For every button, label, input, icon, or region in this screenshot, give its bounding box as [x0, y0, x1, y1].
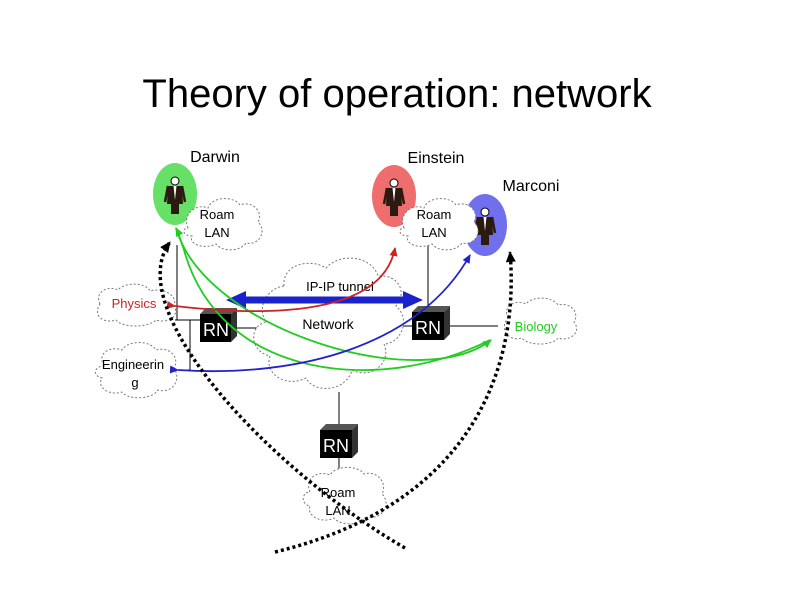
router-bottom: RN: [320, 424, 358, 458]
roam-lan-right-line1: Roam: [417, 207, 452, 222]
slide-title: Theory of operation: network: [142, 72, 652, 116]
darwin-label: Darwin: [190, 149, 240, 166]
cloud-roam-lan-bottom: Roam LAN: [302, 466, 387, 525]
roam-lan-right-line2: LAN: [421, 225, 446, 240]
router-left-label: RN: [203, 320, 229, 340]
cloud-roam-lan-right: Roam LAN: [399, 198, 479, 251]
router-right: RN: [412, 306, 450, 340]
person-darwin: Darwin: [153, 149, 240, 225]
router-bottom-label: RN: [323, 436, 349, 456]
cloud-roam-lan-left: Roam LAN: [183, 198, 263, 251]
person-marconi: Marconi: [463, 178, 559, 256]
cloud-biology: Biology: [503, 297, 578, 345]
marconi-label: Marconi: [503, 178, 560, 195]
cloud-physics: Physics: [96, 283, 176, 327]
roam-lan-left-line1: Roam: [200, 207, 235, 222]
network-label: Network: [302, 316, 354, 332]
physics-label: Physics: [112, 296, 157, 311]
cloud-engineering: Engineerin g: [95, 342, 178, 399]
roam-lan-left-line2: LAN: [204, 225, 229, 240]
router-right-label: RN: [415, 318, 441, 338]
person-einstein: Einstein: [372, 150, 464, 227]
blue-path-marconi: [169, 254, 471, 374]
tunnel-label: IP-IP tunnel: [306, 279, 374, 294]
dotted-arrow-right: [274, 251, 516, 554]
movement-paths: [166, 227, 492, 374]
dotted-paths: [158, 240, 516, 554]
engineering-line1: Engineerin: [102, 357, 164, 372]
einstein-label: Einstein: [408, 150, 465, 167]
engineering-line2: g: [131, 375, 138, 390]
dotted-arrow-left: [158, 240, 406, 550]
biology-label: Biology: [515, 319, 558, 334]
